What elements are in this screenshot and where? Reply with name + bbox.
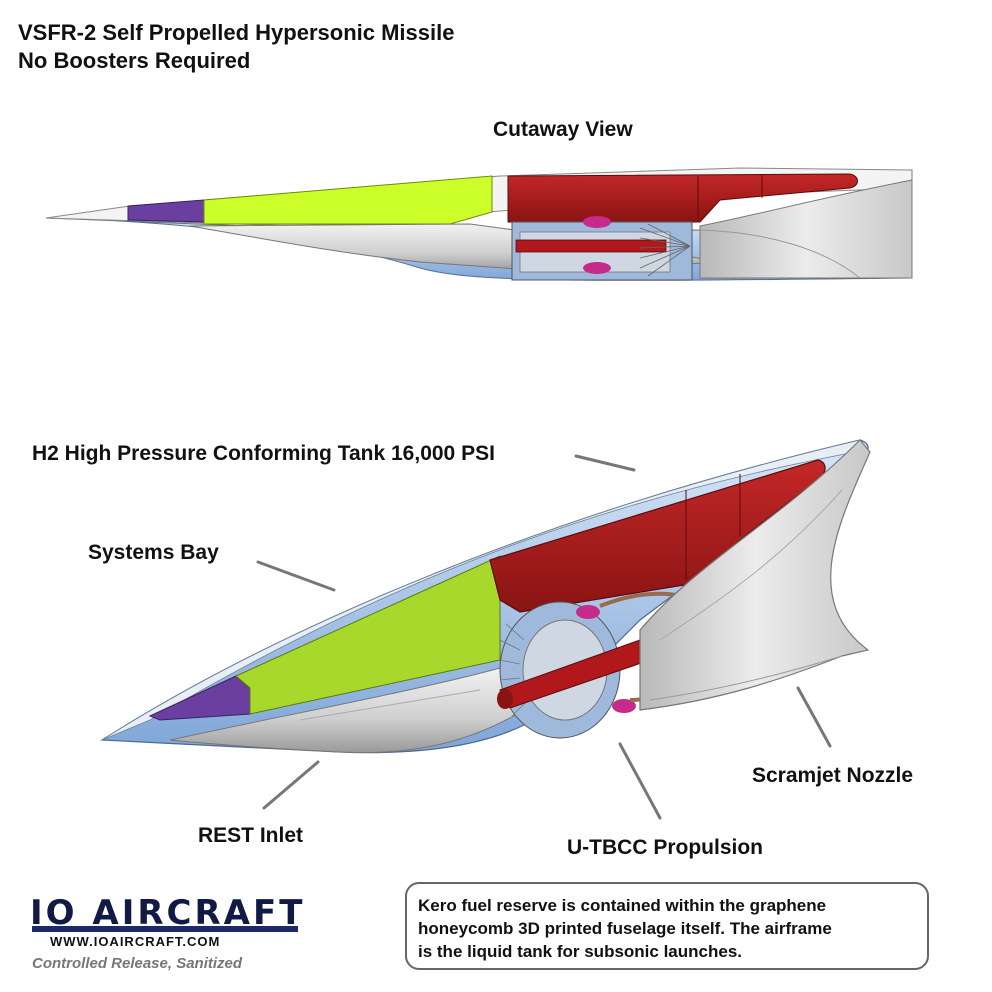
scramjet-nozzle-label: Scramjet Nozzle xyxy=(752,764,914,787)
h2-tank-label: H2 High Pressure Conforming Tank 16,000 … xyxy=(32,442,495,465)
systems-bay-label: Systems Bay xyxy=(88,541,219,564)
cutaway-view-label: Cutaway View xyxy=(493,118,633,141)
utbcc-propulsion-label: U-TBCC Propulsion xyxy=(567,836,763,859)
logo-url: WWW.IOAIRCRAFT.COM xyxy=(50,934,221,949)
note-line-1: Kero fuel reserve is contained within th… xyxy=(418,896,827,915)
logo-underline xyxy=(32,926,298,932)
callout-leaders xyxy=(256,454,832,820)
release-note: Controlled Release, Sanitized xyxy=(32,955,243,972)
title-line-1: VSFR-2 Self Propelled Hypersonic Missile xyxy=(18,20,455,45)
cutaway-missile xyxy=(45,167,913,281)
note-line-2: honeycomb 3D printed fuselage itself. Th… xyxy=(418,919,832,938)
rest-inlet-label: REST Inlet xyxy=(198,824,304,847)
title-line-2: No Boosters Required xyxy=(18,48,251,73)
note-box xyxy=(405,882,929,970)
note-line-3: is the liquid tank for subsonic launches… xyxy=(418,942,742,961)
isometric-missile xyxy=(100,439,871,754)
